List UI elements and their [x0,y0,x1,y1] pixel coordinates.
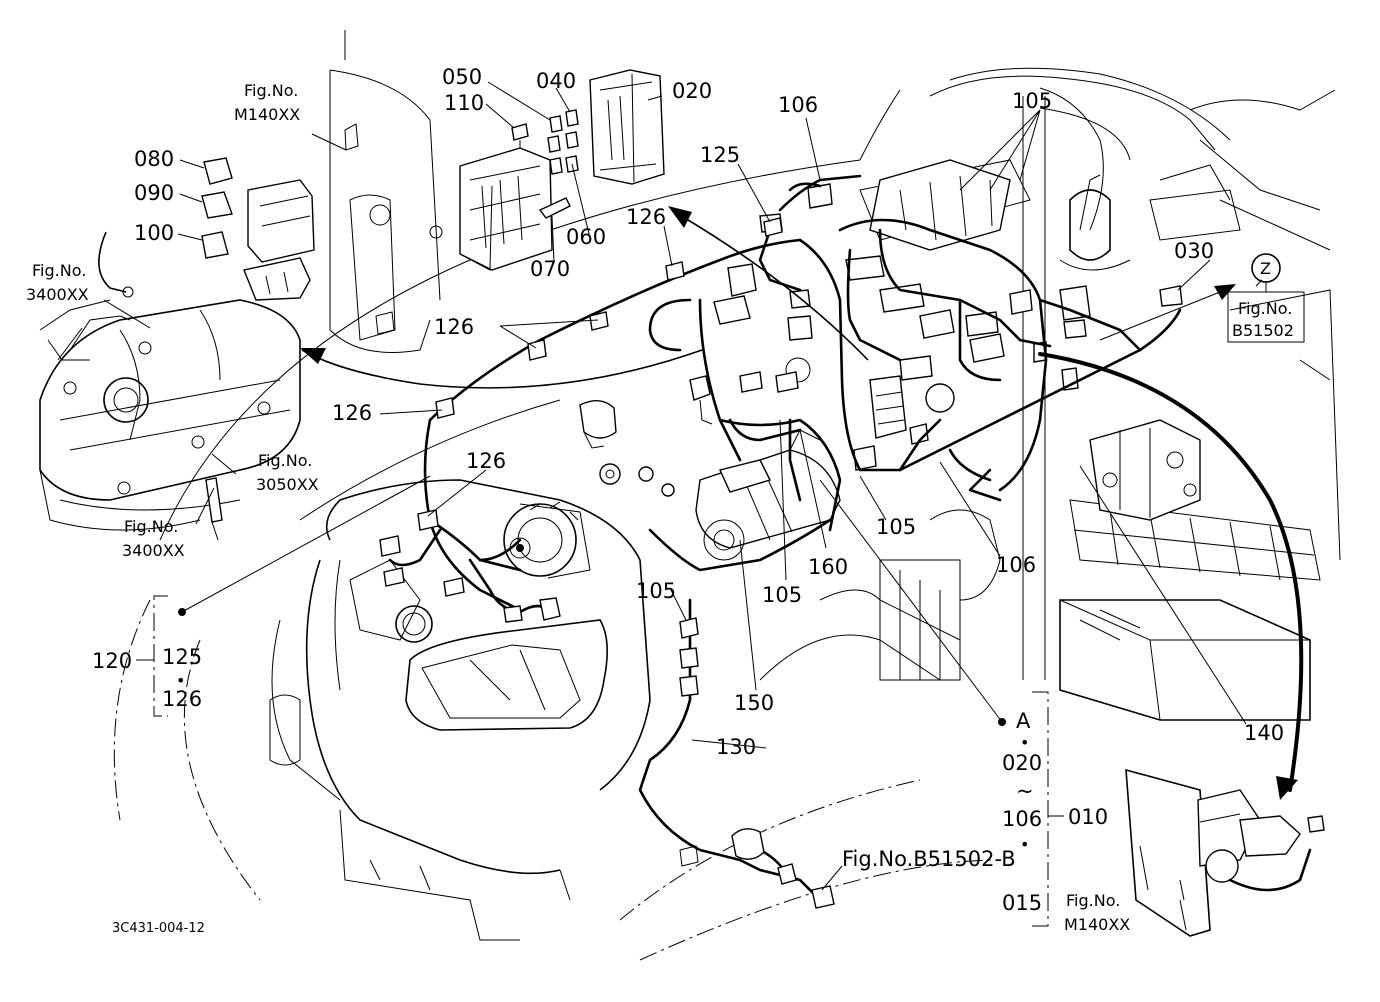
callout-080: 080 [134,147,174,171]
group-brackets [136,595,1064,927]
group-120-item-126: 126 [162,687,202,711]
callout-125: 125 [700,143,740,167]
group-120-item-125: 125 [162,645,202,669]
detail-bracket [1125,768,1325,937]
callout-105-low: 105 [762,583,802,607]
battery-grid [1069,499,1321,581]
callout-126-left: 126 [332,401,372,425]
group-010-dot2: • [1020,835,1029,854]
leader-lines [103,81,1263,891]
fig-ref-m140-top-line1: Fig.No. [244,81,298,100]
fig-ref-m140-bot-line2: M140XX [1064,915,1130,934]
callout-140: 140 [1244,721,1284,745]
group-010-015: 015 [1002,891,1042,915]
group-010-label: 010 [1068,805,1108,829]
fig-ref-boxes [1227,253,1305,343]
callout-105-bot: 105 [636,579,676,603]
starter-motor [695,429,841,561]
solenoid-parts [579,263,813,497]
fig-ref-3400-bot-line1: Fig.No. [124,517,178,536]
callout-106-top: 106 [778,93,818,117]
tractor-outline [113,30,1341,961]
callout-160: 160 [808,555,848,579]
sensor-bottom [679,828,835,909]
group-010-a: A [1016,709,1031,733]
callout-110: 110 [444,91,484,115]
fuse-relay-cluster [759,159,1183,471]
group-010-020: 020 [1002,751,1042,775]
diagram-code: 3C431-004-12 [112,921,205,936]
callout-130: 130 [716,735,756,759]
reference-arrows [300,206,1304,800]
callout-040: 040 [536,69,576,93]
harness-clips [379,217,783,697]
callout-030: 030 [1174,239,1214,263]
callout-020: 020 [672,79,712,103]
callout-126-low: 126 [466,449,506,473]
fig-ref-b51502-line2: B51502 [1232,321,1294,340]
fig-ref-m140-bot-line1: Fig.No. [1066,891,1120,910]
fig-ref-3050-line2: 3050XX [256,475,319,494]
fig-ref-3050-line1: Fig.No. [258,451,312,470]
callout-105-top: 105 [1012,89,1052,113]
alternator [503,501,591,579]
callout-150: 150 [734,691,774,715]
group-010-tilde: ~ [1016,779,1034,803]
callout-060: 060 [566,225,606,249]
callout-090: 090 [134,181,174,205]
callout-070: 070 [530,257,570,281]
fig-ref-3400-bot-line2: 3400XX [122,541,185,560]
fig-ref-b51502-b: Fig.No.B51502-B [842,847,1016,871]
fig-ref-3400-top-line2: 3400XX [26,285,89,304]
group-120-label: 120 [92,649,132,673]
callout-126-mid: 126 [434,315,474,339]
z-marker: Z [1260,259,1271,278]
fuse-box-exploded [201,69,665,301]
wiring-harness [388,174,1182,902]
callout-106-right: 106 [996,553,1036,577]
callout-105-mid: 105 [876,515,916,539]
fig-ref-3400-top-line1: Fig.No. [32,261,86,280]
fig-ref-m140-top-line2: M140XX [234,105,300,124]
group-120-dot: • [176,671,185,690]
group-010-106: 106 [1002,807,1042,831]
engine-head [39,231,301,541]
callout-050: 050 [442,65,482,89]
callout-126-top: 126 [626,205,666,229]
callout-100: 100 [134,221,174,245]
group-010-dot1: • [1020,733,1029,752]
fig-ref-b51502-line1: Fig.No. [1238,299,1292,318]
